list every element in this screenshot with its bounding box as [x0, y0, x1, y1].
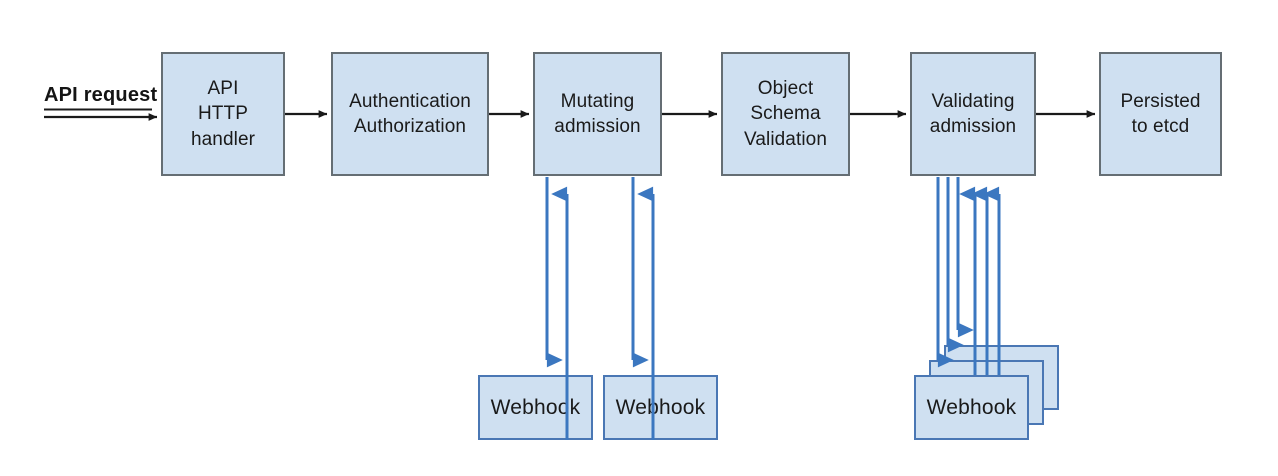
stage-box-mutating-admission[interactable]: Mutating admission	[533, 52, 662, 176]
stage-box-object-schema-validation[interactable]: Object Schema Validation	[721, 52, 850, 176]
entry-label-api-request: API request	[44, 84, 158, 106]
stage-box-persisted-to-etcd[interactable]: Persisted to etcd	[1099, 52, 1222, 176]
webhook-box-mutating-1[interactable]: Webhook	[478, 375, 593, 440]
stage-box-authentication-authorization[interactable]: Authentication Authorization	[331, 52, 489, 176]
stage-box-api-http-handler[interactable]: API HTTP handler	[161, 52, 285, 176]
webhook-box-validating-1[interactable]: Webhook	[914, 375, 1029, 440]
webhook-box-mutating-2[interactable]: Webhook	[603, 375, 718, 440]
stage-box-validating-admission[interactable]: Validating admission	[910, 52, 1036, 176]
